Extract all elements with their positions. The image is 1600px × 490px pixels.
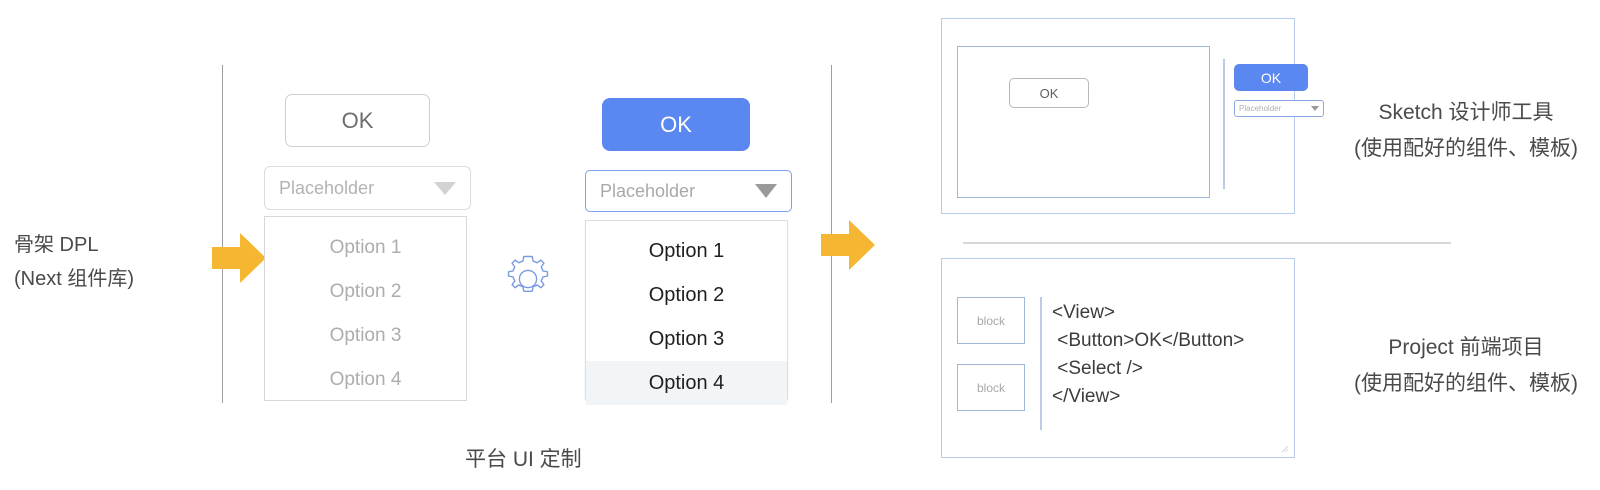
left-stage-label: 骨架 DPL (Next 组件库) xyxy=(14,228,214,296)
palette-block[interactable]: block xyxy=(957,297,1025,344)
bottom-caption: 平台 UI 定制 xyxy=(465,448,582,471)
styled-ok-button[interactable]: OK xyxy=(602,98,750,151)
sketch-inspector-ok-label: OK xyxy=(1260,69,1282,86)
list-item[interactable]: Option 3 xyxy=(648,328,725,350)
project-panel-caption: Project 前端项目 (使用配好的组件、模板) xyxy=(1335,330,1597,402)
list-item[interactable]: Option 2 xyxy=(329,281,402,302)
left-stage-label-line2: (Next 组件库) xyxy=(14,268,134,290)
project-caption-line2: (使用配好的组件、模板) xyxy=(1354,372,1578,395)
palette-block[interactable]: block xyxy=(957,364,1025,411)
project-code-snippet: <View> <Button>OK</Button> <Select /> </… xyxy=(1052,302,1245,407)
list-item[interactable]: Option 3 xyxy=(329,325,402,346)
project-panel-divider xyxy=(1040,297,1042,430)
list-item[interactable]: Option 1 xyxy=(329,237,402,258)
sketch-panel-caption: Sketch 设计师工具 (使用配好的组件、模板) xyxy=(1335,95,1597,167)
sketch-ok-button[interactable]: OK xyxy=(1009,78,1089,108)
gear-icon xyxy=(500,251,556,307)
arrow-styled-to-outputs xyxy=(821,220,875,270)
project-panel: block block <View> <Button>OK</Button> <… xyxy=(941,258,1295,458)
sketch-artboard: OK xyxy=(957,46,1210,198)
sketch-inspector-select-value: Placeholder xyxy=(1239,104,1282,113)
chevron-down-icon xyxy=(755,184,777,198)
styled-select[interactable]: Placeholder xyxy=(585,170,792,212)
chevron-down-icon xyxy=(1311,106,1319,111)
sketch-caption-line1: Sketch 设计师工具 xyxy=(1378,101,1554,124)
project-caption-line1: Project 前端项目 xyxy=(1388,336,1544,359)
sketch-inspector-ok-button[interactable]: OK xyxy=(1234,64,1308,91)
skeleton-ok-button[interactable]: OK xyxy=(285,94,430,147)
sketch-ok-button-label: OK xyxy=(1039,85,1059,101)
list-item-selected[interactable]: Option 4 xyxy=(586,361,787,405)
sketch-panel: OK OK Placeholder xyxy=(941,18,1324,214)
arrow-skeleton-to-styled xyxy=(212,233,266,283)
left-stage-label-line1: 骨架 DPL xyxy=(14,234,99,256)
resize-grip-icon[interactable] xyxy=(1281,445,1289,453)
skeleton-select[interactable]: Placeholder xyxy=(264,166,471,210)
sketch-caption-line2: (使用配好的组件、模板) xyxy=(1354,137,1578,160)
skeleton-option-list[interactable]: Option 1 Option 2 Option 3 Option 4 xyxy=(264,216,467,401)
styled-select-value: Placeholder xyxy=(600,180,696,201)
skeleton-ok-button-label: OK xyxy=(341,107,374,133)
styled-ok-button-label: OK xyxy=(660,111,692,137)
styled-option-list[interactable]: Option 1 Option 2 Option 3 Option 4 xyxy=(585,220,788,405)
list-item[interactable]: Option 2 xyxy=(648,284,725,306)
chevron-down-icon xyxy=(434,181,456,195)
list-item[interactable]: Option 1 xyxy=(648,240,725,262)
sketch-panel-divider xyxy=(1223,59,1225,189)
vertical-divider-left xyxy=(222,65,223,403)
right-section-divider xyxy=(963,242,1451,244)
sketch-inspector-select[interactable]: Placeholder xyxy=(1234,100,1324,117)
skeleton-select-value: Placeholder xyxy=(279,177,375,198)
list-item[interactable]: Option 4 xyxy=(329,369,402,390)
sketch-component-inspector: OK Placeholder xyxy=(1234,64,1334,117)
project-block-palette: block block xyxy=(957,297,1027,411)
